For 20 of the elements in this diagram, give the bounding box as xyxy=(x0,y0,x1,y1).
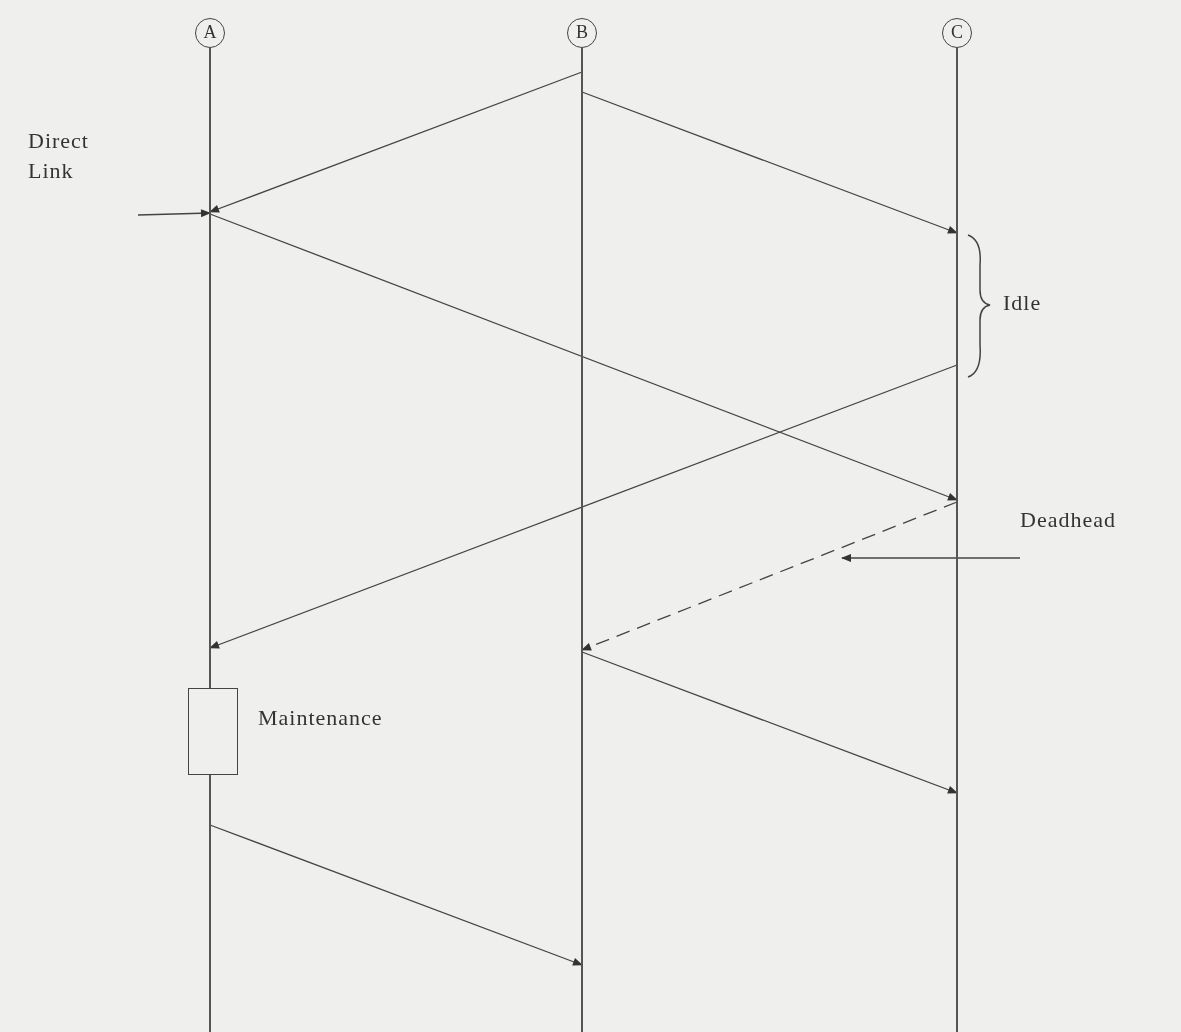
lifeline xyxy=(209,48,211,1032)
participant-circle: C xyxy=(942,18,972,48)
leader-arrow xyxy=(841,554,1021,562)
participant-circle: B xyxy=(567,18,597,48)
trip-arrow xyxy=(581,651,958,794)
caption-text: Maintenance xyxy=(258,705,383,731)
lifeline xyxy=(956,48,958,1032)
trip-arrow xyxy=(581,501,958,651)
callout-text: Deadhead xyxy=(1020,505,1160,537)
trip-arrow xyxy=(581,91,958,234)
trip-arrow xyxy=(209,71,583,213)
callout-text: Direct Link xyxy=(28,126,138,190)
maintenance-box xyxy=(188,688,238,775)
note-text: Idle xyxy=(1003,290,1042,316)
trip-arrow xyxy=(209,364,958,649)
trip-arrow xyxy=(137,209,211,218)
trip-arrow xyxy=(209,824,583,966)
lifeline xyxy=(581,48,583,1032)
trip-arrow xyxy=(209,213,958,501)
participant-circle: A xyxy=(195,18,225,48)
